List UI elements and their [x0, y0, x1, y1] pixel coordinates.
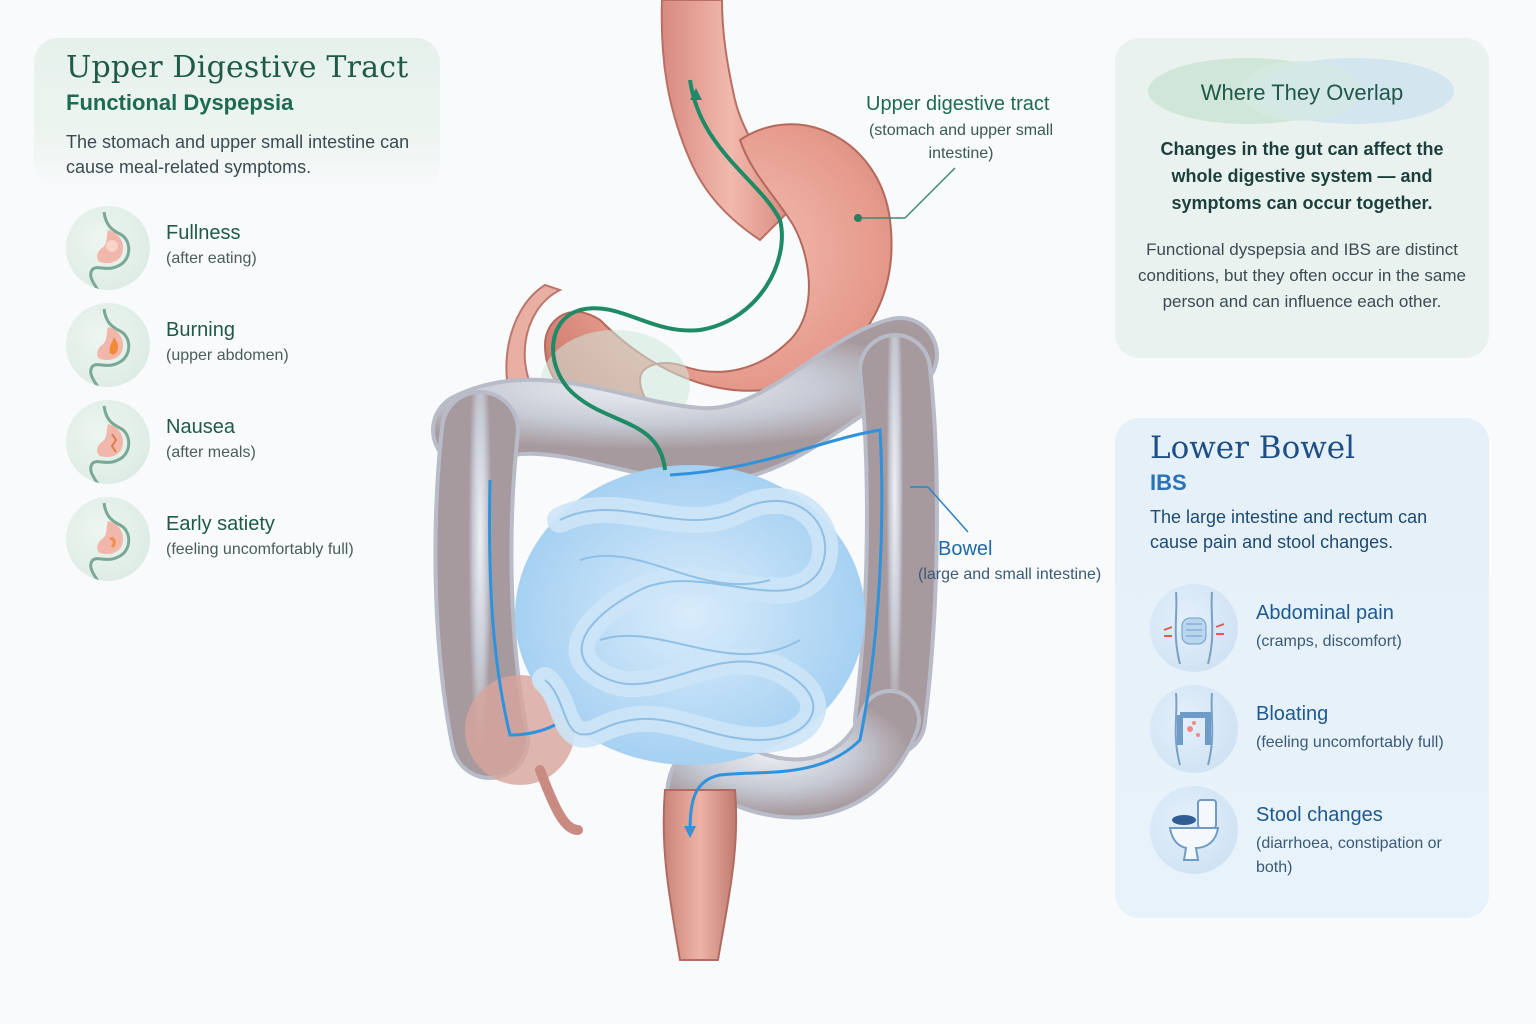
bowel-callout-line	[910, 486, 969, 533]
symptom-note: (after eating)	[166, 250, 257, 267]
symptom-note: (upper abdomen)	[166, 347, 289, 364]
symptom-name: Stool changes	[1256, 804, 1383, 826]
upper-callout-line	[854, 167, 956, 222]
lower-bowel-description: The large intestine and rectum can cause…	[1150, 507, 1428, 552]
bloating-icon	[1150, 685, 1238, 773]
toilet-icon	[1150, 786, 1238, 874]
symptom-name: Burning	[166, 319, 235, 341]
stomach-burning-icon	[66, 303, 150, 387]
symptom-note: (cramps, discomfort)	[1256, 633, 1402, 650]
symptom-note: (feeling uncomfortably full)	[166, 541, 354, 558]
stomach-fullness-icon	[66, 206, 150, 290]
upper-tract-callout-note: (stomach and upper small intestine)	[868, 122, 1054, 162]
overlap-lead-text: Changes in the gut can affect the whole …	[1160, 139, 1444, 213]
upper-flow-arrow	[551, 79, 784, 471]
symptom-name: Fullness	[166, 222, 241, 244]
small-intestine	[515, 465, 865, 765]
bowel-callout-note: (large and small intestine)	[918, 566, 1102, 583]
symptom-name: Early satiety	[166, 513, 275, 535]
bowel-flow-arrow	[488, 428, 884, 831]
symptom-note: (after meals)	[166, 444, 256, 461]
upper-tract-callout-label: Upper digestive tract	[866, 93, 1050, 115]
symptom-note: (feeling uncomfortably full)	[1256, 734, 1444, 751]
overlap-title: Where They Overlap	[1200, 80, 1404, 105]
symptom-name: Bloating	[1256, 703, 1329, 725]
lower-bowel-subtitle: IBS	[1150, 470, 1187, 495]
abdomen-pain-icon	[1150, 584, 1238, 672]
stomach-satiety-icon	[66, 497, 150, 581]
overlap-venn-icon	[1148, 58, 1454, 124]
stomach-nausea-icon	[66, 400, 150, 484]
rectum	[662, 789, 738, 961]
symptom-name: Abdominal pain	[1256, 602, 1394, 624]
upper-tract-description: The stomach and upper small intestine ca…	[66, 132, 410, 177]
bowel-callout-label: Bowel	[938, 538, 993, 560]
upper-tract-header-panel	[34, 38, 440, 188]
lower-bowel-title: Lower Bowel	[1150, 430, 1356, 466]
upper-tract-title: Upper Digestive Tract	[66, 50, 409, 85]
large-intestine	[431, 316, 939, 841]
symptom-name: Nausea	[166, 416, 235, 438]
overlap-body-text: Functional dyspepsia and IBS are distinc…	[1138, 240, 1466, 311]
upper-tract-subtitle: Functional Dyspepsia	[66, 90, 294, 115]
symptom-note: (diarrhoea, constipation or both)	[1256, 835, 1442, 876]
